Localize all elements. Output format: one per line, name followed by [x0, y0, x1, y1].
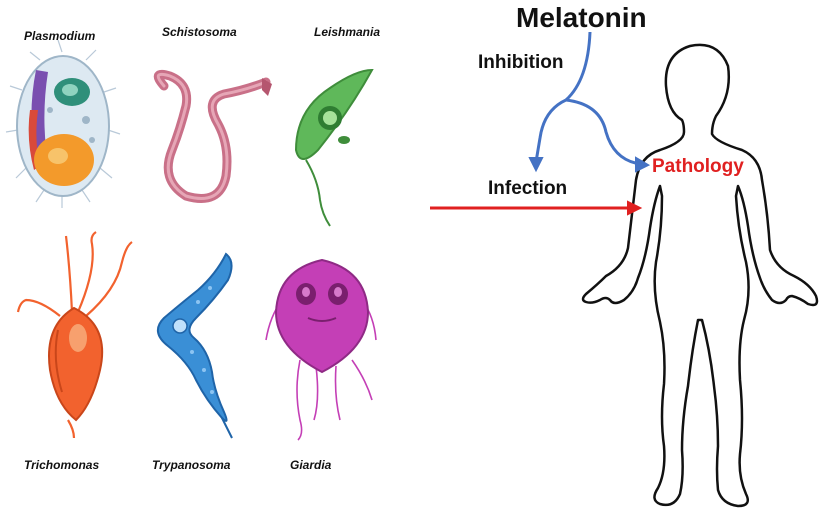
infection-arrowhead	[627, 200, 643, 216]
inhibition-arrow-right	[565, 98, 641, 166]
trypanosoma-illustration	[157, 252, 233, 439]
inhibition-arrowhead-left	[528, 157, 544, 173]
leishmania-illustration	[294, 68, 374, 227]
trichomonas-illustration	[16, 231, 133, 439]
label-plasmodium: Plasmodium	[24, 29, 96, 43]
title-melatonin: Melatonin	[516, 2, 647, 33]
label-leishmania: Leishmania	[314, 25, 381, 39]
label-schistosoma: Schistosoma	[162, 25, 237, 39]
label-giardia: Giardia	[290, 458, 332, 472]
human-body-outline	[581, 43, 819, 508]
plasmodium-illustration	[5, 39, 121, 208]
label-trypanosoma: Trypanosoma	[152, 458, 231, 472]
label-pathology: Pathology	[652, 156, 744, 177]
schistosoma-illustration	[153, 69, 272, 203]
inhibition-arrows	[534, 31, 641, 166]
inhibition-arrowhead-right	[635, 156, 651, 173]
inhibition-arrow-left	[534, 98, 567, 163]
label-trichomonas: Trichomonas	[24, 458, 100, 472]
label-infection: Infection	[488, 178, 568, 199]
giardia-illustration	[265, 258, 377, 441]
label-inhibition: Inhibition	[478, 52, 564, 73]
inhibition-arrow-stem	[564, 31, 592, 102]
